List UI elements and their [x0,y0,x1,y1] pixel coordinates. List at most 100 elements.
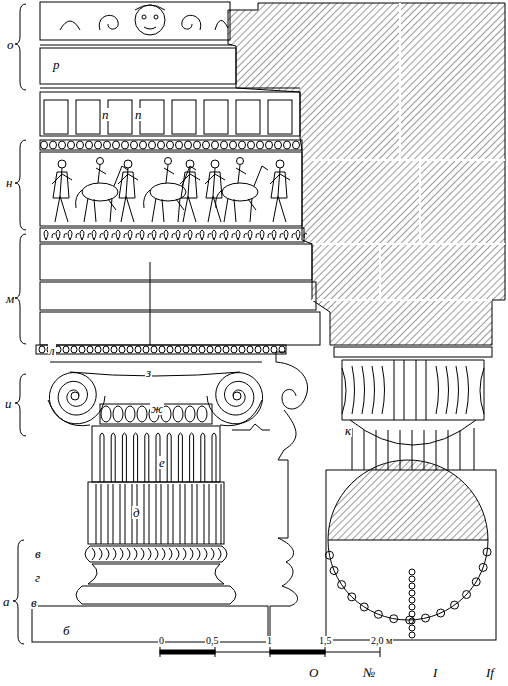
architrave-fascia [40,312,320,345]
egg [183,346,189,353]
flute [212,433,216,482]
anthemion [296,230,307,240]
egg [101,406,111,422]
callout-letter: б [62,624,71,637]
torus-braid [162,548,165,560]
plan-flute [472,578,480,586]
egg [191,346,197,353]
shaft [92,426,220,482]
frieze-figure [270,168,290,222]
egg [63,346,69,353]
anthemion [224,230,235,240]
flute [216,484,221,544]
callout-letter: в [30,596,38,609]
flute [448,430,449,470]
torus-braid [183,548,186,560]
callout-letter: ж [150,402,164,415]
callout-letter: г [34,571,41,584]
flute [168,484,173,544]
anthemion [56,230,67,240]
callout-letter: о [6,38,15,51]
scotia [88,564,224,584]
egg [71,346,77,353]
plan-flute [348,593,356,601]
anthemion [80,230,91,240]
bolster-leaf [446,366,449,414]
egg [215,346,221,353]
torus-braid [120,548,123,560]
egg [125,406,135,422]
egg [135,346,141,353]
flute [134,433,138,482]
bolster-leaf [362,366,365,414]
scale-number: 1,5 [318,636,333,646]
bracket [15,4,26,90]
egg [293,141,300,149]
scale-number: 0,5 [205,636,220,646]
egg [103,346,109,353]
plan-flute [330,567,338,575]
egg [127,346,133,353]
egg [86,141,93,149]
plan-flute [360,603,368,611]
bead-string [409,632,415,638]
egg [79,346,85,353]
section-hatching [228,3,505,345]
egg [151,346,157,353]
egg [247,346,253,353]
egg [239,141,246,149]
torus-braid [92,548,95,560]
callout-letter: е [158,456,166,469]
caption-mark: If [485,666,495,679]
egg [119,346,125,353]
flute [100,433,104,482]
bead-string [409,583,415,589]
plinth [32,606,268,642]
callout-letter: п [134,108,143,121]
egg [50,141,57,149]
frieze-figure [58,160,66,168]
bolster-leaf [372,366,375,414]
anthemion [212,230,223,240]
egg [167,346,173,353]
volute [49,373,105,424]
egg [113,141,120,149]
egg [159,346,165,353]
bracket [15,140,26,230]
egg [197,406,207,422]
anthemion [272,230,283,240]
dentil [268,100,292,134]
scale-number: 1 [266,636,273,646]
egg [175,346,181,353]
torus-braid [106,548,109,560]
frieze-horse [76,166,128,222]
caption-mark: № [362,666,376,679]
anthemion [248,230,259,240]
plan-flute [422,614,430,622]
plan-flute [483,548,491,556]
volute [207,373,263,424]
flute [96,484,101,544]
flute [180,484,185,544]
flute [436,430,437,470]
bead-string [409,611,415,617]
anthemion [188,230,199,240]
block-joints [312,3,505,300]
frieze-rider [236,165,246,183]
bead-string [409,597,415,603]
egg [104,141,111,149]
torus-braid [113,548,116,560]
frieze-figure [52,168,72,222]
egg [284,141,291,149]
anthemion [92,230,103,240]
frieze-figure [118,168,138,222]
egg [176,141,183,149]
bead-string [409,569,415,575]
plan-flute [437,609,445,617]
volute-eye [233,392,241,400]
plan-flute [451,601,459,609]
flute [108,484,113,544]
torus-braid [218,548,221,560]
callout-letter: л [48,344,56,357]
plan-flute [374,610,382,618]
